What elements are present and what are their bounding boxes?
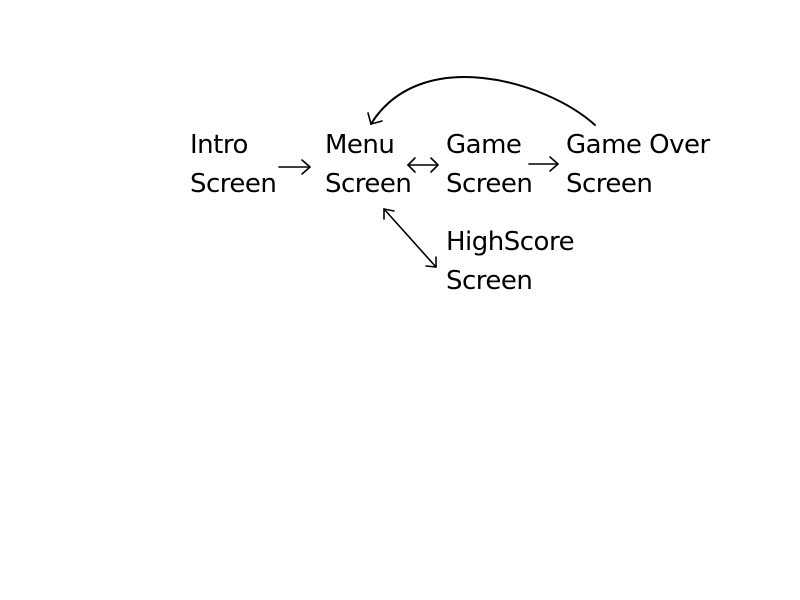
arrow-menu-highscore-bidirectional [383, 208, 437, 268]
highscore-screen-label-line2: Screen [446, 266, 533, 296]
arrow-game-to-gameover [528, 156, 559, 172]
intro-screen-label-line2: Screen [190, 169, 277, 199]
game-screen-node: Game Screen [446, 126, 533, 204]
highscore-screen-label-line1: HighScore [446, 227, 575, 257]
game-screen-label-line2: Screen [446, 169, 533, 199]
arrow-intro-to-menu [278, 159, 311, 175]
game-over-screen-label-line2: Screen [566, 169, 653, 199]
menu-screen-node: Menu Screen [325, 126, 412, 204]
intro-screen-label-line1: Intro [190, 130, 248, 160]
intro-screen-node: Intro Screen [190, 126, 277, 204]
game-screen-label-line1: Game [446, 130, 522, 160]
highscore-screen-node: HighScore Screen [446, 223, 575, 301]
menu-screen-label-line1: Menu [325, 130, 395, 160]
game-over-screen-node: Game Over Screen [566, 126, 710, 204]
arrow-menu-game-bidirectional [407, 157, 439, 173]
arrow-gameover-to-menu-curved [367, 76, 596, 126]
menu-screen-label-line2: Screen [325, 169, 412, 199]
game-over-screen-label-line1: Game Over [566, 130, 710, 160]
